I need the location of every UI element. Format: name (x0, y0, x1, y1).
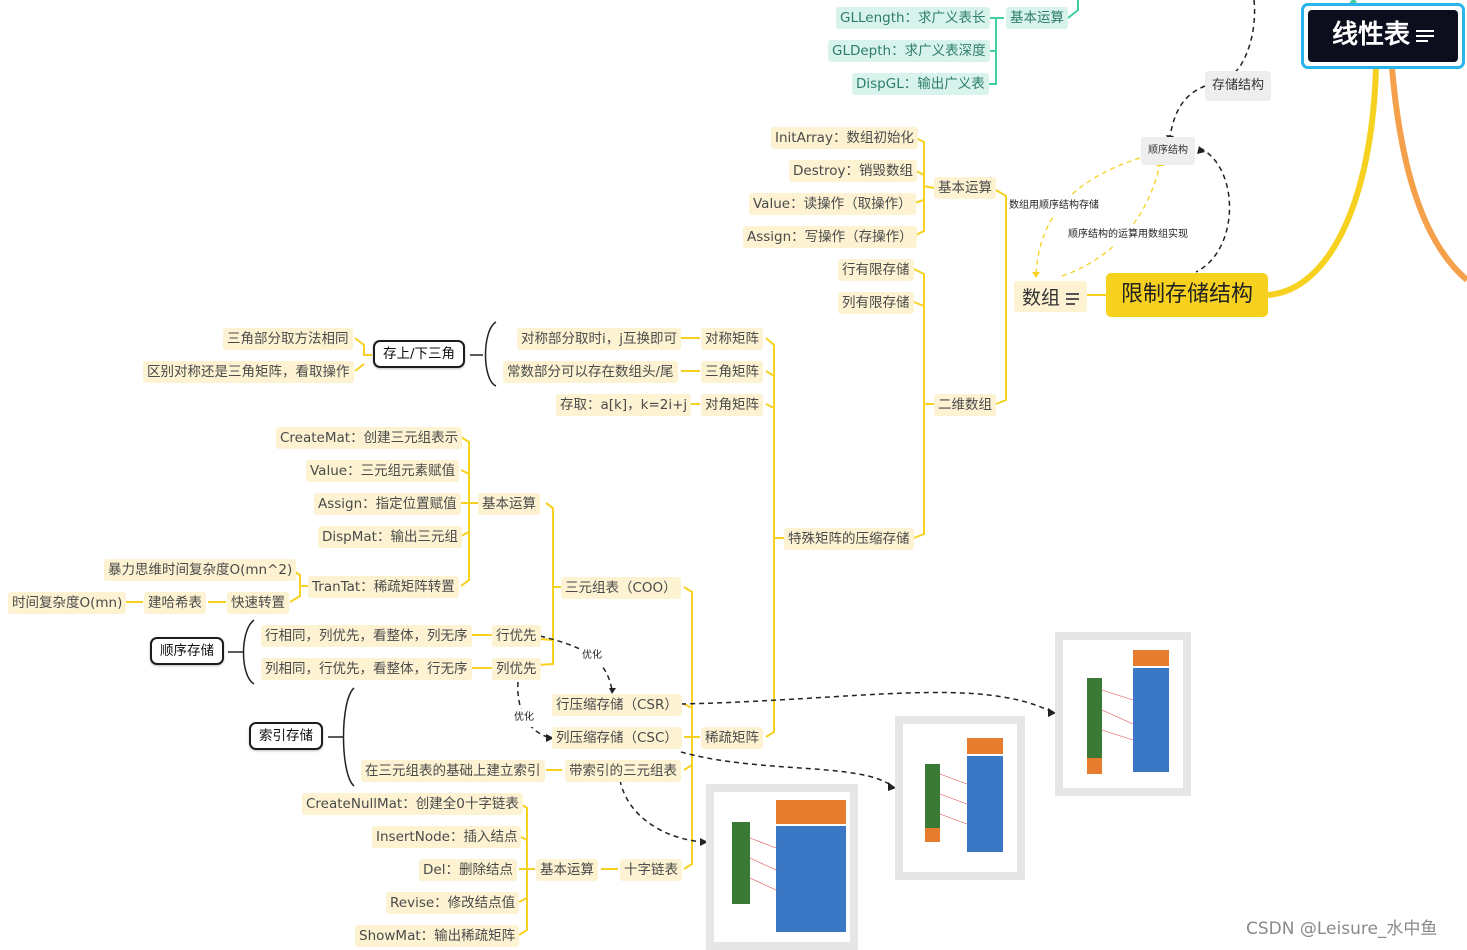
index-storage-node[interactable]: 索引存储 (249, 722, 323, 750)
coo-op[interactable]: Assign：指定位置赋值 (314, 493, 461, 515)
cross-op[interactable]: Revise：修改结点值 (386, 892, 520, 914)
coo-node[interactable]: 三元组表（COO） (561, 577, 681, 599)
hash-table-node[interactable]: 建哈希表 (144, 592, 206, 614)
upper-lower-node[interactable]: 存上/下三角 (373, 340, 466, 368)
cross-op[interactable]: Del：删除结点 (419, 859, 517, 881)
diagonal-note[interactable]: 存取：a[k]，k=2i+j (556, 394, 692, 416)
symmetric-node[interactable]: 对称矩阵 (701, 328, 763, 350)
array-node[interactable]: 数组 (1014, 281, 1088, 312)
indexed-triple-figure-image[interactable] (706, 784, 858, 950)
yellow-dashed-links (1035, 157, 1161, 277)
diagonal-node[interactable]: 对角矩阵 (701, 394, 763, 416)
gl-basic-ops[interactable]: 基本运算 (1006, 7, 1068, 29)
col-first-node[interactable]: 列优先 (492, 658, 541, 680)
array-basic-ops[interactable]: 基本运算 (934, 177, 996, 199)
csc-figure-image[interactable] (895, 716, 1025, 880)
csc-node[interactable]: 列压缩存储（CSC） (552, 727, 682, 749)
symmetric-note[interactable]: 对称部分取时i，j互换即可 (517, 328, 682, 350)
link-label-optimize-2: 优化 (514, 709, 534, 727)
cross-basic-ops[interactable]: 基本运算 (536, 859, 598, 881)
csr-figure-image[interactable] (1055, 632, 1191, 796)
root-node[interactable]: 线性表 (1301, 3, 1465, 69)
bracket-connectors (228, 321, 497, 787)
array-connectors (125, 136, 1106, 936)
ul-note[interactable]: 三角部分取方法相同 (223, 328, 353, 350)
transpose-node[interactable]: TranTat：稀疏矩阵转置 (308, 576, 459, 598)
indexed-note[interactable]: 在三元组表的基础上建立索引 (361, 760, 545, 782)
notes-icon (1066, 290, 1080, 308)
sequential-structure-node[interactable]: 顺序结构 (1141, 137, 1195, 165)
array-label: 数组 (1022, 287, 1061, 309)
row-first-note[interactable]: 行相同，列优先，看整体，列无序 (261, 625, 472, 647)
special-matrix-node[interactable]: 特殊矩阵的压缩存储 (784, 528, 914, 550)
branch-root-yellow (1267, 67, 1379, 298)
csr-node[interactable]: 行压缩存储（CSR） (552, 694, 682, 716)
sparse-matrix-node[interactable]: 稀疏矩阵 (701, 727, 763, 749)
col-first-note[interactable]: 列相同，行优先，看整体，行无序 (261, 658, 472, 680)
row-first-node[interactable]: 行优先 (492, 625, 541, 647)
complexity-node[interactable]: 时间复杂度O(mn) (8, 592, 127, 614)
array-op[interactable]: InitArray：数组初始化 (771, 127, 918, 149)
cross-list-node[interactable]: 十字链表 (620, 859, 682, 881)
cross-op[interactable]: ShowMat：输出稀疏矩阵 (355, 925, 520, 947)
root-title: 线性表 (1332, 20, 1411, 50)
cross-op[interactable]: InsertNode：插入结点 (372, 826, 522, 848)
array-op[interactable]: Value：读操作（取操作） (749, 193, 916, 215)
fast-transpose[interactable]: 快速转置 (227, 592, 289, 614)
gl-item[interactable]: DispGL：输出广义表 (852, 73, 989, 95)
cross-op[interactable]: CreateNullMat：创建全0十字链表 (302, 793, 523, 815)
coo-op[interactable]: DispMat：输出三元组 (318, 526, 462, 548)
gl-item[interactable]: GLLength：求广义表长 (836, 7, 990, 29)
coo-basic-ops[interactable]: 基本运算 (478, 493, 540, 515)
restricted-storage-node[interactable]: 限制存储结构 (1106, 273, 1268, 317)
gl-item[interactable]: GLDepth：求广义表深度 (828, 40, 990, 62)
sequential-storage-node[interactable]: 顺序存储 (150, 637, 224, 665)
link-label-seq-array: 顺序结构的运算用数组实现 (1068, 226, 1188, 244)
transpose-brute[interactable]: 暴力思维时间复杂度O(mn^2) (104, 559, 297, 581)
storage-structure-node[interactable]: 存储结构 (1205, 71, 1272, 101)
branch-root-orange (1389, 67, 1467, 283)
ul-note[interactable]: 区别对称还是三角矩阵，看取操作 (143, 361, 354, 383)
link-label-optimize-1: 优化 (582, 647, 602, 665)
triangular-node[interactable]: 三角矩阵 (701, 361, 763, 383)
array-op[interactable]: Destroy：销毁数组 (789, 160, 918, 182)
indexed-triple-node[interactable]: 带索引的三元组表 (565, 760, 681, 782)
row-major-node[interactable]: 行有限存储 (838, 259, 914, 281)
watermark: CSDN @Leisure_水中鱼 (1246, 919, 1438, 939)
gl-connectors (987, 0, 1079, 85)
notes-icon (1416, 27, 1435, 45)
coo-op[interactable]: Value：三元组元素赋值 (306, 460, 460, 482)
col-major-node[interactable]: 列有限存储 (838, 292, 914, 314)
two-d-array-node[interactable]: 二维数组 (934, 394, 996, 416)
coo-op[interactable]: CreateMat：创建三元组表示 (276, 427, 463, 449)
triangular-note[interactable]: 常数部分可以存在数组头/尾 (503, 361, 678, 383)
array-op[interactable]: Assign：写操作（存操作） (743, 226, 917, 248)
link-label-array-seq: 数组用顺序结构存储 (1009, 197, 1099, 215)
